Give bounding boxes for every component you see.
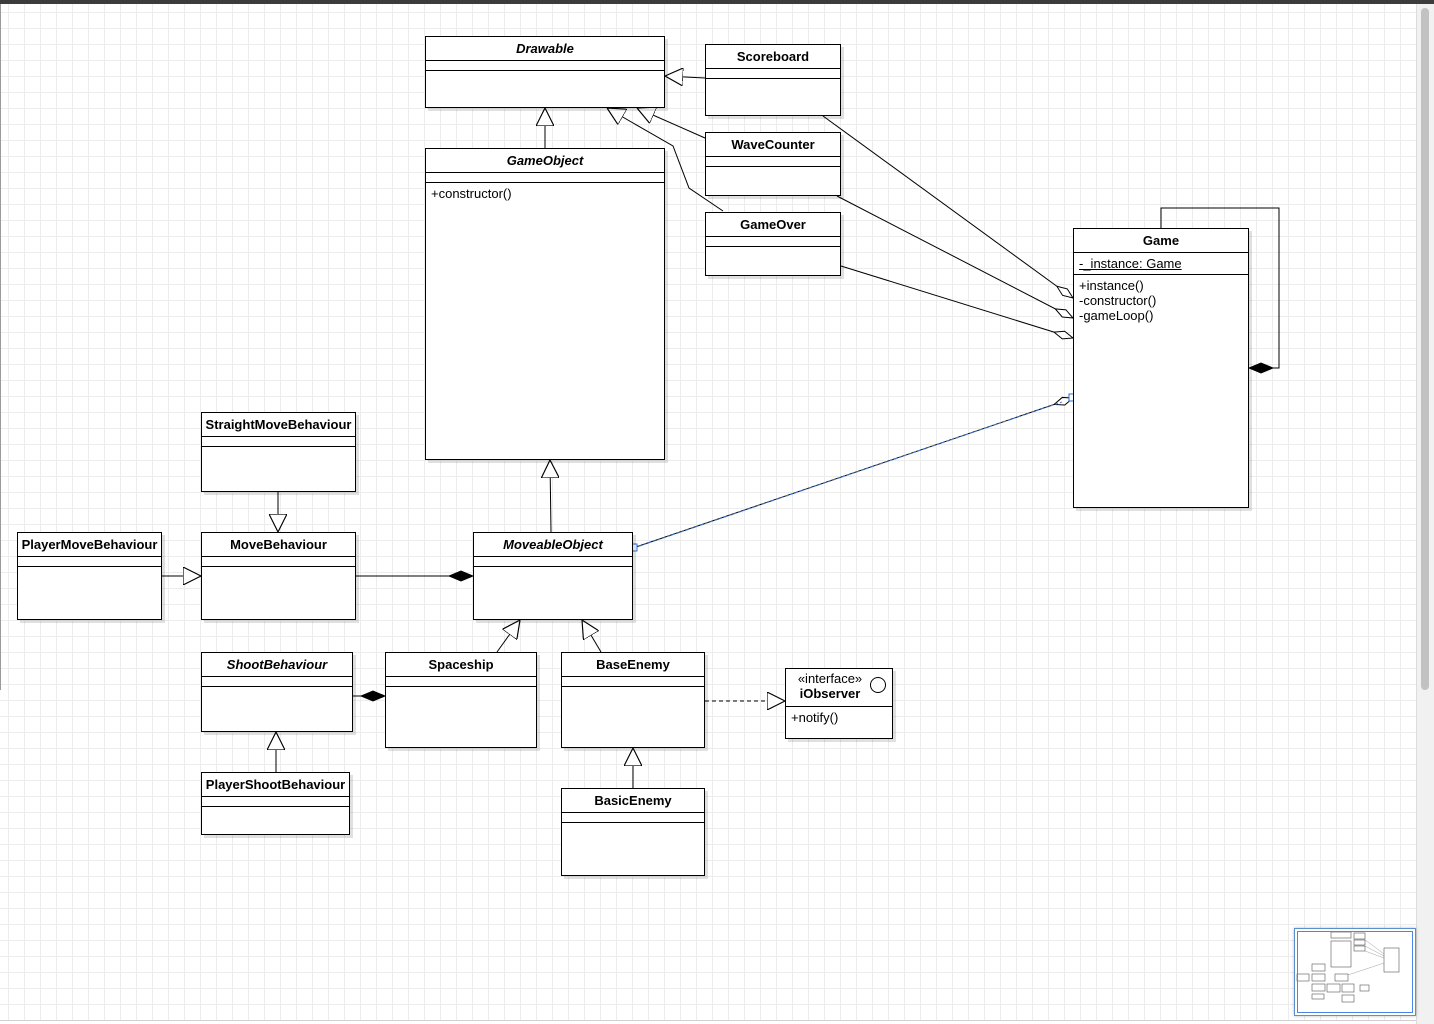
methods-section — [706, 167, 840, 173]
attributes-section — [562, 813, 704, 823]
edge-wavecounter-game[interactable] — [836, 195, 1073, 318]
scrollbar-thumb[interactable] — [1421, 8, 1429, 690]
edge-game-self[interactable] — [1160, 207, 1280, 368]
class-moveableobject[interactable]: MoveableObject — [473, 532, 633, 620]
class-spaceship[interactable]: Spaceship — [385, 652, 537, 748]
class-playermovebehaviour[interactable]: PlayerMoveBehaviour — [17, 532, 162, 620]
minimap-preview — [1296, 931, 1400, 1003]
interface-iobserver[interactable]: «interface» iObserver +notify() — [785, 668, 893, 739]
attributes-section — [706, 237, 840, 247]
attributes-section — [426, 173, 664, 183]
class-name: WaveCounter — [706, 133, 840, 157]
class-name: MoveableObject — [474, 533, 632, 557]
edge-wavecounter-drawable[interactable] — [637, 108, 706, 139]
method-constructor: +constructor() — [431, 186, 512, 201]
methods-section: +instance() -constructor() -gameLoop() — [1074, 275, 1248, 326]
edge-gameover-drawable[interactable] — [607, 108, 724, 212]
class-basicenemy[interactable]: BasicEnemy — [561, 788, 705, 876]
edge-scoreboard-drawable[interactable] — [665, 76, 706, 78]
methods-section — [202, 447, 355, 453]
class-name: BasicEnemy — [562, 789, 704, 813]
methods-section — [202, 807, 349, 813]
methods-section: +constructor() — [426, 183, 664, 204]
class-name: GameObject — [426, 149, 664, 173]
attributes-section — [202, 797, 349, 807]
class-name: ShootBehaviour — [202, 653, 352, 677]
edge-selection-highlight — [633, 401, 1063, 549]
methods-section — [706, 247, 840, 253]
minimap-viewport[interactable] — [1297, 931, 1413, 1013]
class-scoreboard[interactable]: Scoreboard — [705, 44, 841, 116]
method-gameloop: -gameLoop() — [1079, 308, 1154, 323]
methods-section — [562, 687, 704, 693]
class-name: GameOver — [706, 213, 840, 237]
interface-header: «interface» iObserver — [786, 669, 892, 707]
edge-scoreboard-game[interactable] — [822, 115, 1073, 298]
attributes-section — [202, 677, 352, 687]
class-wavecounter[interactable]: WaveCounter — [705, 132, 841, 196]
edge-spaceship-moveableobject[interactable] — [496, 620, 520, 653]
methods-section — [562, 823, 704, 829]
attributes-section — [474, 557, 632, 567]
edge-gameover-game[interactable] — [840, 265, 1073, 338]
method-notify: +notify() — [791, 710, 839, 725]
class-shootbehaviour[interactable]: ShootBehaviour — [201, 652, 353, 732]
method-constructor: -constructor() — [1079, 293, 1157, 308]
stereotype-label: «interface» — [797, 671, 863, 686]
class-name: Drawable — [426, 37, 664, 61]
methods-section — [386, 687, 536, 693]
class-name: PlayerMoveBehaviour — [18, 533, 161, 557]
methods-section — [18, 567, 161, 573]
attributes-section — [706, 157, 840, 167]
interface-circle-icon — [870, 677, 886, 693]
class-name: BaseEnemy — [562, 653, 704, 677]
class-name: iObserver — [799, 686, 861, 701]
class-name: Spaceship — [386, 653, 536, 677]
attributes-section: -_instance: Game — [1074, 253, 1248, 275]
class-name: MoveBehaviour — [202, 533, 355, 557]
attributes-section — [202, 557, 355, 567]
canvas-bottom-border — [0, 1020, 1416, 1021]
class-name: StraightMoveBehaviour — [202, 413, 355, 437]
class-drawable[interactable]: Drawable — [425, 36, 665, 108]
vertical-scrollbar[interactable] — [1416, 4, 1434, 1024]
methods-section — [474, 567, 632, 573]
class-baseenemy[interactable]: BaseEnemy — [561, 652, 705, 748]
methods-section — [426, 71, 664, 77]
class-name: PlayerShootBehaviour — [202, 773, 349, 797]
class-name: Game — [1074, 229, 1248, 253]
class-gameobject[interactable]: GameObject +constructor() — [425, 148, 665, 460]
attributes-section — [386, 677, 536, 687]
methods-section — [202, 687, 352, 693]
window-top-border — [0, 0, 1434, 4]
attributes-section — [562, 677, 704, 687]
method-instance: +instance() — [1079, 278, 1144, 293]
class-straightmovebehaviour[interactable]: StraightMoveBehaviour — [201, 412, 356, 492]
class-movebehaviour[interactable]: MoveBehaviour — [201, 532, 356, 620]
attributes-section — [426, 61, 664, 71]
canvas-left-border — [0, 4, 1, 690]
methods-section — [202, 567, 355, 573]
attribute-instance: -_instance: Game — [1079, 256, 1182, 271]
edge-moveableobject-gameobject[interactable] — [550, 460, 551, 533]
class-name: Scoreboard — [706, 45, 840, 69]
methods-section — [706, 79, 840, 85]
attributes-section — [706, 69, 840, 79]
edge-baseenemy-moveableobject[interactable] — [582, 620, 602, 653]
outline-minimap[interactable] — [1294, 928, 1416, 1016]
attributes-section — [18, 557, 161, 567]
class-playershootbehaviour[interactable]: PlayerShootBehaviour — [201, 772, 350, 835]
attributes-section — [202, 437, 355, 447]
class-game[interactable]: Game -_instance: Game +instance() -const… — [1073, 228, 1249, 508]
methods-section: +notify() — [786, 707, 892, 728]
class-gameover[interactable]: GameOver — [705, 212, 841, 276]
